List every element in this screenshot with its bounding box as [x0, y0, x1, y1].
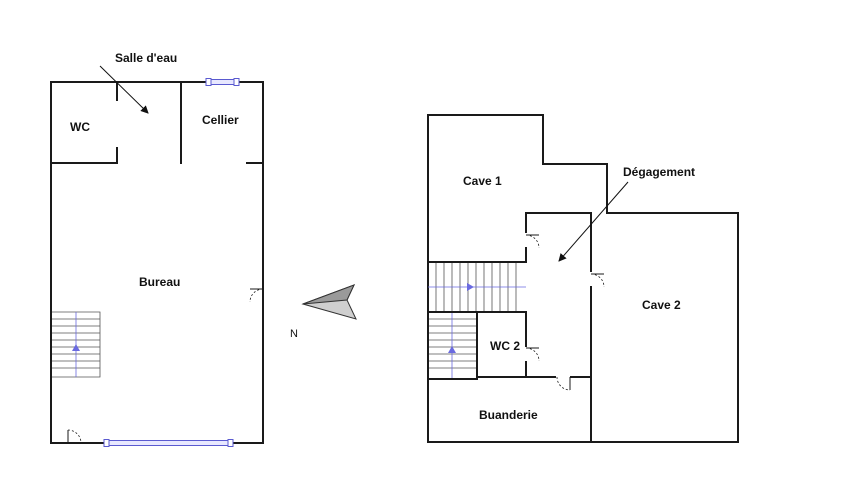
left-outer-walls: [50, 81, 264, 444]
label-cave2: Cave 2: [642, 298, 681, 312]
label-salle-deau: Salle d'eau: [115, 51, 177, 65]
bureau-door-arc: [249, 288, 264, 303]
right-floor-plan: [427, 114, 739, 443]
buanderie-door-arc: [556, 376, 571, 391]
degagement-pointer: [558, 181, 629, 262]
top-window: [205, 78, 240, 86]
wc2-door-arc: [525, 347, 540, 362]
label-wc2: WC 2: [490, 339, 520, 353]
label-cellier: Cellier: [202, 113, 239, 127]
left-stairs: [52, 311, 101, 378]
stairs-up-arrow-icon-2: [448, 346, 456, 353]
left-floor-plan: [50, 65, 264, 447]
label-degagement: Dégagement: [623, 165, 695, 179]
wc-wall: [50, 147, 118, 164]
label-cave1: Cave 1: [463, 174, 502, 188]
label-wc: WC: [70, 120, 90, 134]
stairs-right-arrow-icon: [467, 283, 474, 291]
cave2-door-arc: [590, 273, 605, 288]
cellier-wall: [180, 81, 264, 164]
degagement-walls: [525, 212, 592, 263]
bottom-window: [103, 439, 234, 447]
right-lower-stairs: [429, 313, 476, 378]
compass-north-label: N: [290, 328, 298, 340]
entry-door-arc: [67, 429, 82, 444]
right-upper-stairs: [428, 263, 526, 311]
buanderie-top-wall: [427, 376, 592, 380]
label-buanderie: Buanderie: [479, 408, 538, 422]
stairs-up-arrow-icon: [72, 344, 80, 351]
label-bureau: Bureau: [139, 275, 180, 289]
salle-deau-pointer: [99, 65, 149, 114]
right-outer-walls: [427, 114, 739, 443]
stairs-walls: [427, 261, 527, 313]
cave1-door-arc: [525, 234, 540, 249]
compass-arrow-icon: [301, 284, 357, 320]
